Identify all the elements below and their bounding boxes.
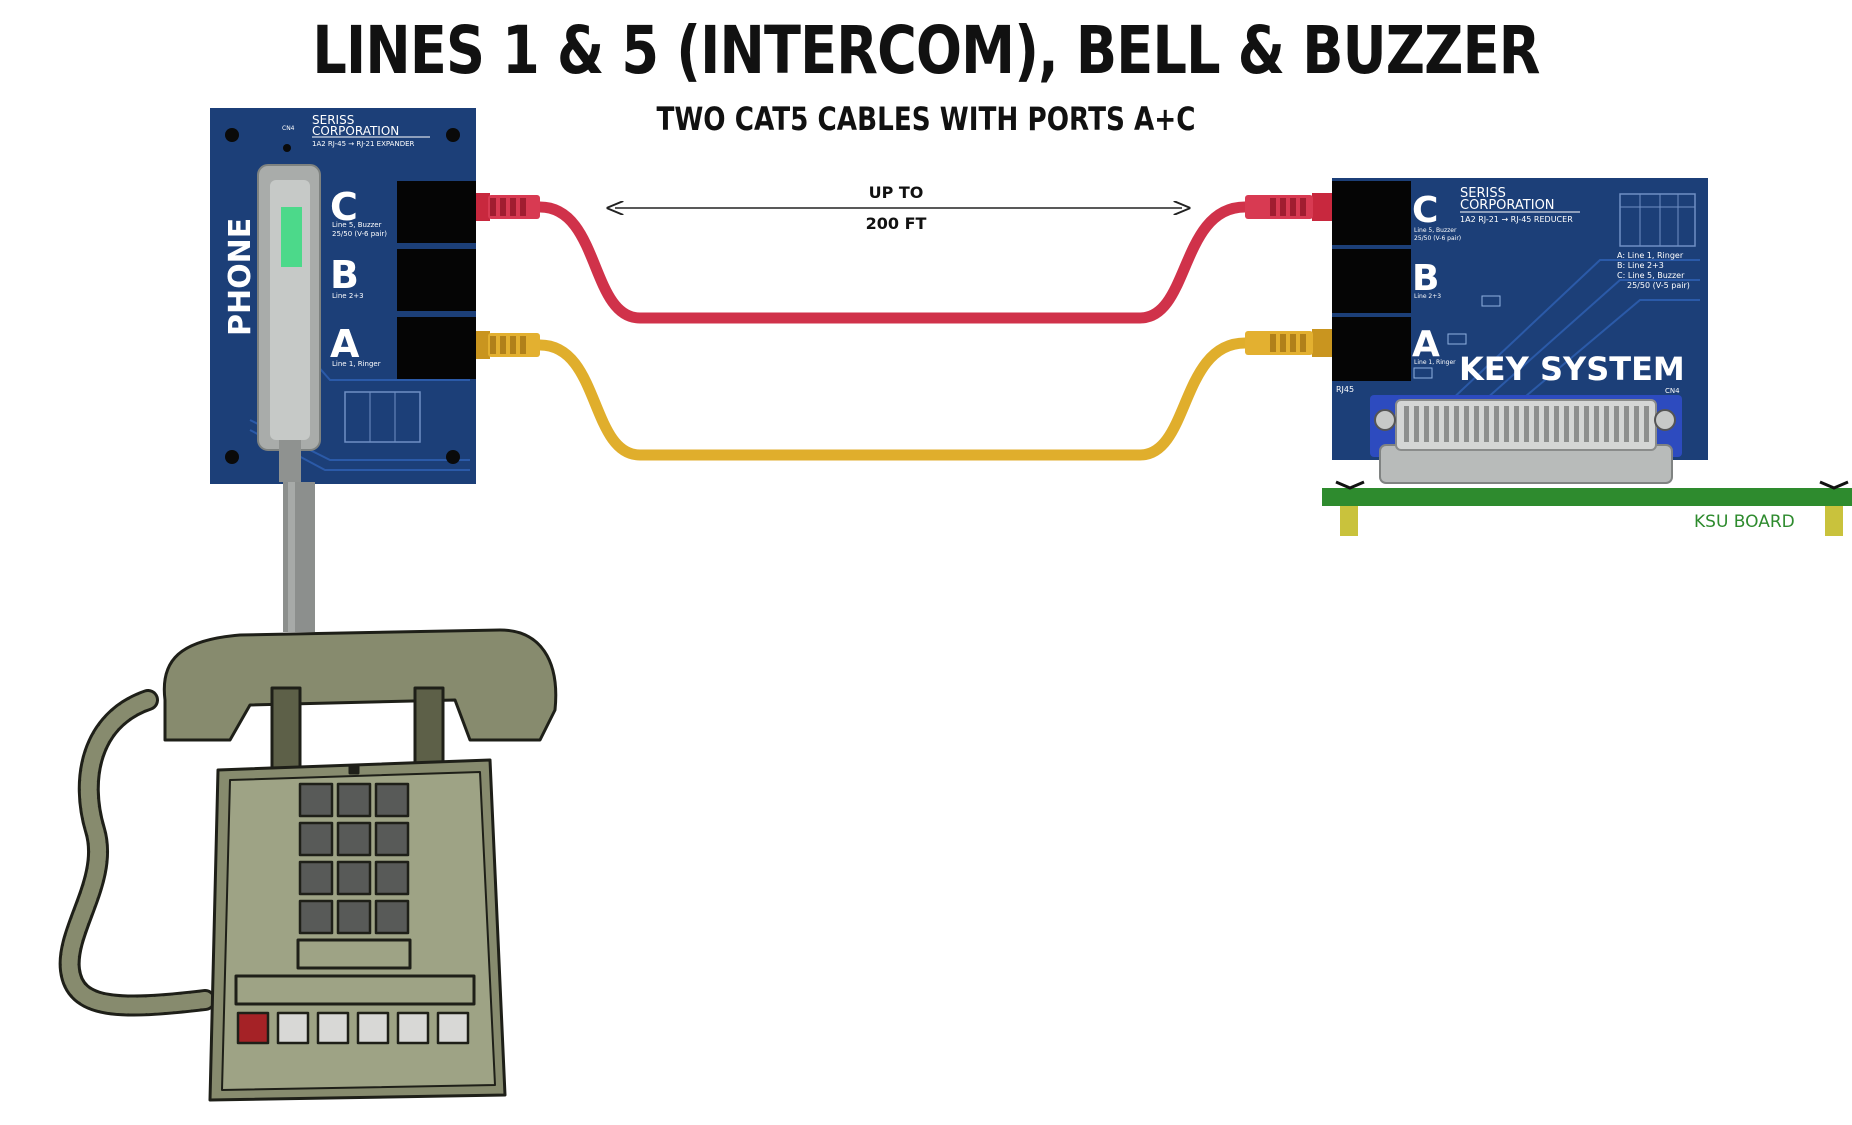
connector-pin <box>1554 406 1559 442</box>
phone-keypad <box>298 782 410 935</box>
reducer-board: SERISS CORPORATION 1A2 RJ-21 → RJ-45 RED… <box>1332 178 1708 484</box>
left-port-a-desc1: Line 1, Ringer <box>332 360 381 368</box>
left-jack-b <box>397 249 476 311</box>
right-jack-b <box>1332 249 1411 313</box>
left-board-product: 1A2 RJ-45 → RJ-21 EXPANDER <box>312 140 415 148</box>
right-jack-c <box>1332 181 1411 245</box>
connector-pin <box>1574 406 1579 442</box>
right-board-legend-a: A: Line 1, Ringer <box>1617 251 1684 260</box>
distance-label-bottom: 200 FT <box>866 214 927 233</box>
connector-pin <box>1524 406 1529 442</box>
connector-pin <box>1494 406 1499 442</box>
connector-pin <box>1634 406 1639 442</box>
ksu-board-label: KSU BOARD <box>1694 512 1795 532</box>
left-port-c-desc2: 25/50 (V-6 pair) <box>332 230 387 238</box>
connector-pin <box>1424 406 1429 442</box>
left-board-cn-label: CN4 <box>282 125 295 132</box>
connector-pin <box>1584 406 1589 442</box>
left-port-b-letter: B <box>330 253 359 297</box>
rj45-plug-left-c <box>470 193 540 221</box>
page-title: LINES 1 & 5 (INTERCOM), BELL & BUZZER <box>312 12 1540 89</box>
rj45-plug-right-c <box>1245 193 1332 221</box>
left-jack-a <box>397 317 476 379</box>
phone-line-cord <box>283 482 315 632</box>
right-port-b-letter: B <box>1412 258 1439 299</box>
telephone <box>58 628 558 1102</box>
right-board-cn-label: CN4 <box>1665 387 1680 395</box>
connector-pin <box>1544 406 1549 442</box>
left-port-c-letter: C <box>330 185 358 229</box>
right-board-company-line2: CORPORATION <box>1460 198 1555 213</box>
right-port-c-desc2: 25/50 (V-6 pair) <box>1414 235 1461 242</box>
expander-board: SERISS CORPORATION 1A2 RJ-45 → RJ-21 EXP… <box>210 108 476 484</box>
right-board-rj45-label: RJ45 <box>1336 385 1354 394</box>
connector-pin <box>1614 406 1619 442</box>
connector-pin <box>1594 406 1599 442</box>
connector-pin <box>1644 406 1649 442</box>
page-subtitle: TWO CAT5 CABLES WITH PORTS A+C <box>656 100 1196 138</box>
right-port-a-desc1: Line 1, Ringer <box>1414 359 1456 366</box>
right-board-legend-c2: 25/50 (V-5 pair) <box>1627 281 1690 290</box>
connector-pin <box>1454 406 1459 442</box>
cat5-cable-port-a <box>534 337 1251 461</box>
phone-handset <box>162 628 558 742</box>
cat5-cable-port-c <box>534 201 1251 324</box>
left-port-a-letter: A <box>330 322 360 366</box>
connector-pin <box>1444 406 1449 442</box>
connector-pin <box>1474 406 1479 442</box>
connector-pin <box>1624 406 1629 442</box>
left-jack-c <box>397 181 476 243</box>
connector-pin <box>1414 406 1419 442</box>
connector-pin <box>1504 406 1509 442</box>
connector-pin <box>1514 406 1519 442</box>
right-board-legend-b: B: Line 2+3 <box>1617 261 1664 270</box>
connector-pin <box>1564 406 1569 442</box>
distance-label-top: UP TO <box>869 183 924 202</box>
left-board-side-label: PHONE <box>223 218 258 336</box>
rj21-header-connector <box>1370 395 1682 484</box>
right-board-product: 1A2 RJ-21 → RJ-45 REDUCER <box>1460 215 1573 224</box>
right-port-c-letter: C <box>1412 190 1438 231</box>
rj45-plug-right-a <box>1245 329 1332 357</box>
left-board-company-line2: CORPORATION <box>312 124 399 138</box>
left-board-company-line1: SERISS <box>312 113 354 127</box>
right-board-title: KEY SYSTEM <box>1459 350 1685 388</box>
right-port-c-desc1: Line 5, Buzzer <box>1414 227 1457 234</box>
ksu-board: KSU BOARD <box>1322 480 1852 536</box>
right-port-a-letter: A <box>1412 324 1440 365</box>
connector-pin <box>1604 406 1609 442</box>
right-board-legend-c: C: Line 5, Buzzer <box>1617 271 1685 280</box>
connector-pin <box>1434 406 1439 442</box>
connector-pin <box>1484 406 1489 442</box>
left-port-c-desc1: Line 5, Buzzer <box>332 221 382 229</box>
right-port-b-desc1: Line 2+3 <box>1414 293 1441 300</box>
left-port-b-desc1: Line 2+3 <box>332 292 364 300</box>
phone-line-buttons <box>236 1011 470 1045</box>
rj45-plug-left-a <box>470 331 540 359</box>
connector-pin <box>1404 406 1409 442</box>
connector-pin <box>1464 406 1469 442</box>
right-board-company-line1: SERISS <box>1460 186 1506 201</box>
connector-pin <box>1534 406 1539 442</box>
right-jack-a <box>1332 317 1411 381</box>
